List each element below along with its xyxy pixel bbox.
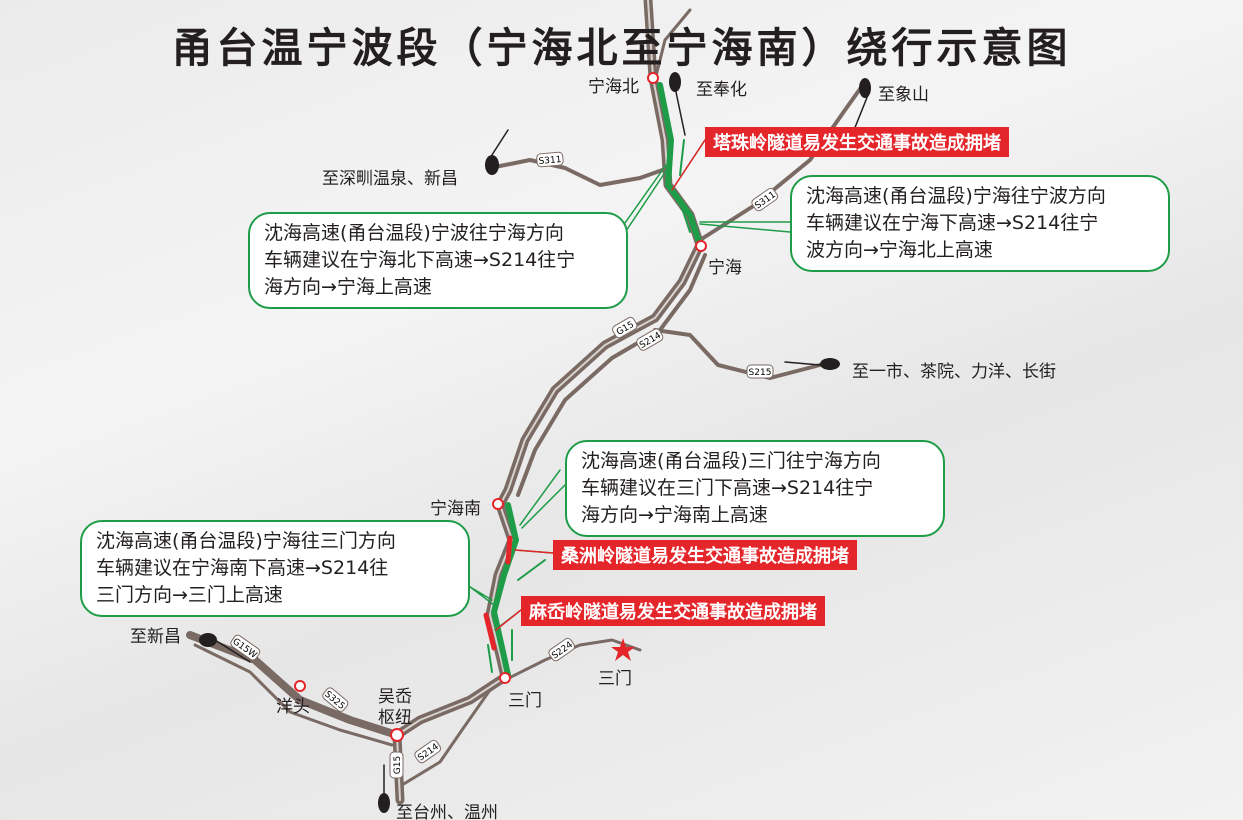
label-wuao-1: 吴岙 bbox=[378, 687, 412, 707]
callout-line: 海方向→宁海南上高速 bbox=[581, 504, 768, 526]
alert-maaoling-tunnel: 麻岙岭隧道易发生交通事故造成拥堵 bbox=[521, 596, 825, 626]
s311-west-road bbox=[488, 158, 670, 187]
callout-line: 沈海高速(甬台温段)宁海往三门方向 bbox=[96, 530, 396, 552]
map-title: 甬台温宁波段（宁海北至宁海南）绕行示意图 bbox=[171, 24, 1072, 72]
label-to-xinchang: 至新昌 bbox=[130, 627, 181, 647]
shield-g15-south: G15 bbox=[393, 756, 403, 774]
callout-line: 海方向→宁海上高速 bbox=[264, 276, 432, 298]
label-ninghai: 宁海 bbox=[708, 258, 742, 278]
callout-ningbo-to-ninghai: 沈海高速(甬台温段)宁波往宁海方向 车辆建议在宁海北下高速→S214往宁 海方向… bbox=[248, 212, 628, 309]
label-sanmen-town: 三门 bbox=[598, 669, 632, 689]
callout-ninghai-to-sanmen: 沈海高速(甬台温段)宁海往三门方向 车辆建议在宁海南下高速→S214往 三门方向… bbox=[80, 520, 470, 617]
callout-line: 三门方向→三门上高速 bbox=[96, 584, 283, 606]
detour-north bbox=[657, 82, 703, 248]
callout-line: 车辆建议在宁海北下高速→S214往宁 bbox=[264, 249, 576, 271]
s214-south-road bbox=[400, 688, 492, 787]
label-to-shenzhen-xinchang: 至深甽温泉、新昌 bbox=[322, 169, 458, 189]
label-ninghai-north: 宁海北 bbox=[588, 77, 639, 97]
shield-s311-west: S311 bbox=[538, 155, 562, 167]
s311-east-road bbox=[698, 80, 867, 242]
label-to-xiangshan: 至象山 bbox=[878, 85, 929, 105]
hand-pointer-icon bbox=[485, 155, 499, 175]
hand-pointer-icon bbox=[859, 78, 871, 98]
node-ninghai-south bbox=[492, 498, 504, 510]
label-ninghai-south: 宁海南 bbox=[430, 499, 481, 519]
label-wuao-2: 枢纽 bbox=[378, 708, 412, 728]
detour-south bbox=[491, 502, 519, 678]
hand-pointer-icon bbox=[199, 633, 217, 647]
label-to-yishi: 至一市、茶院、力洋、长街 bbox=[852, 362, 1056, 382]
star-icon bbox=[611, 638, 635, 661]
hand-pointer-icon bbox=[669, 72, 681, 92]
s214-road bbox=[516, 253, 707, 497]
alert-sangzhouling-tunnel: 桑洲岭隧道易发生交通事故造成拥堵 bbox=[553, 540, 857, 570]
callout-line: 车辆建议在宁海南下高速→S214往 bbox=[96, 557, 389, 579]
callout-line: 沈海高速(甬台温段)三门往宁海方向 bbox=[581, 450, 881, 472]
alert-tazhuling-tunnel: 塔珠岭隧道易发生交通事故造成拥堵 bbox=[705, 127, 1009, 157]
hand-pointer-icon bbox=[820, 358, 840, 370]
callout-line: 车辆建议在宁海下高速→S214往宁 bbox=[806, 212, 1099, 234]
g15w-expressway bbox=[186, 631, 401, 739]
node-sanmen bbox=[499, 672, 511, 684]
node-wuao bbox=[390, 728, 404, 742]
callout-line: 波方向→宁海北上高速 bbox=[806, 239, 993, 261]
callout-sanmen-to-ninghai: 沈海高速(甬台温段)三门往宁海方向 车辆建议在三门下高速→S214往宁 海方向→… bbox=[565, 440, 945, 537]
congestion-maaoling bbox=[483, 612, 497, 651]
shield-s215: S215 bbox=[749, 368, 772, 378]
pointer-hand-icons bbox=[199, 72, 871, 813]
s215-road bbox=[653, 328, 822, 380]
callout-line: 车辆建议在三门下高速→S214往宁 bbox=[581, 477, 874, 499]
callout-line: 沈海高速(甬台温段)宁海往宁波方向 bbox=[806, 185, 1106, 207]
label-to-fenghua: 至奉化 bbox=[696, 80, 747, 100]
node-yangtou bbox=[294, 680, 306, 692]
label-sanmen-exit: 三门 bbox=[508, 691, 542, 711]
s325-road bbox=[193, 643, 394, 747]
node-ninghai bbox=[695, 240, 707, 252]
label-to-taizhou-wenzhou: 至台州、温州 bbox=[396, 803, 498, 820]
hand-pointer-icon bbox=[378, 793, 390, 813]
label-yangtou: 洋头 bbox=[276, 697, 310, 717]
callout-line: 沈海高速(甬台温段)宁波往宁海方向 bbox=[264, 222, 564, 244]
node-ninghai-north bbox=[647, 72, 659, 84]
callout-ninghai-to-ningbo: 沈海高速(甬台温段)宁海往宁波方向 车辆建议在宁海下高速→S214往宁 波方向→… bbox=[790, 175, 1170, 272]
congestion-sangzhouling bbox=[505, 535, 513, 565]
